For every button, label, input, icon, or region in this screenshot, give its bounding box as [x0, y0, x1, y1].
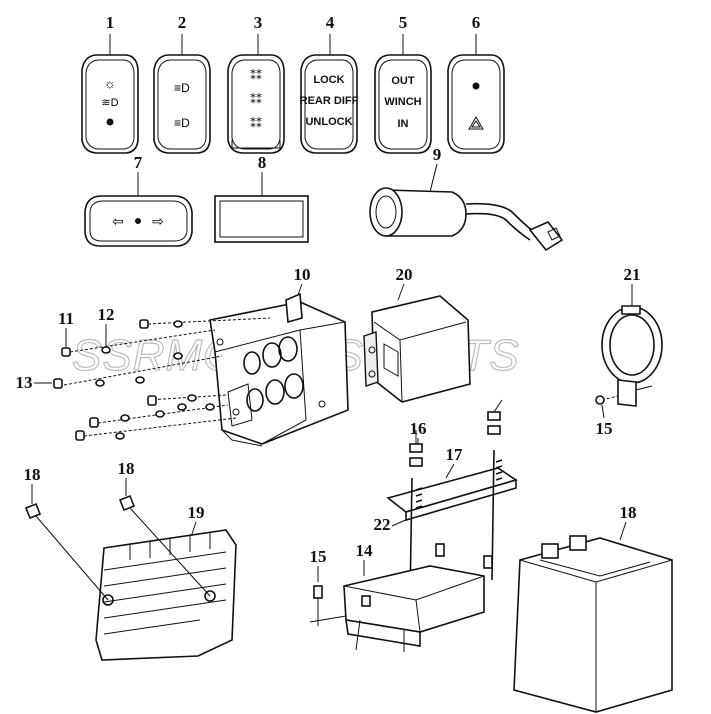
callout-18-right: 18 [118, 459, 135, 478]
switch-mount-bracket [209, 292, 349, 447]
callout-8: 8 [258, 153, 267, 172]
rocker-switch-drive-mode: ⁑⁑ ⁑⁑ ⁑⁑ [227, 54, 285, 154]
indicator-dot-icon [135, 218, 141, 224]
turf-icon: ⁑⁑ [250, 117, 262, 131]
left-arrow-icon: ⇦ [112, 213, 124, 229]
callout-5: 5 [399, 13, 408, 32]
indicator-dot-icon [106, 118, 114, 126]
callout-15-lower: 15 [310, 547, 327, 566]
callout-11: 11 [58, 309, 74, 328]
switch4-label-rear-diff: REAR DIFF [300, 95, 359, 107]
callout-4: 4 [326, 13, 335, 32]
control-module [363, 295, 471, 403]
4wd-icon: ⁑⁑ [250, 69, 262, 83]
switch5-label-winch: WINCH [384, 96, 421, 108]
2wd-icon: ⁑⁑ [250, 93, 262, 107]
battery [513, 535, 673, 713]
switch5-label-in: IN [398, 118, 409, 130]
sun-icon: ☼ [104, 76, 116, 91]
hazard-icon [468, 116, 484, 130]
switch4-label-lock: LOCK [313, 74, 344, 86]
callout-16: 16 [410, 419, 427, 438]
indicator-dot-icon [472, 82, 480, 90]
switch4-label-unlock: UNLOCK [305, 116, 352, 128]
rocker-switch-winch: OUT WINCH IN [374, 54, 432, 154]
rocker-switch-rear-diff: LOCK REAR DIFF UNLOCK [300, 54, 359, 154]
callout-7: 7 [134, 153, 143, 172]
clamp-ring [595, 305, 663, 407]
rocker-switch-hazard [447, 54, 505, 154]
callout-15-upper: 15 [596, 419, 613, 438]
callout-19: 19 [188, 503, 205, 522]
high-beam-icon: ≡D [174, 116, 190, 130]
power-socket [369, 187, 564, 252]
right-arrow-icon: ⇨ [152, 213, 164, 229]
callout-10: 10 [294, 265, 311, 284]
rocker-switch-light: ☼ ≋D [81, 54, 139, 154]
callout-17: 18 [620, 503, 637, 522]
callout-22: 22 [374, 515, 391, 534]
callout-14: 14 [356, 541, 374, 560]
callout-3: 3 [254, 13, 263, 32]
callout-21: 17 [446, 445, 464, 464]
callout-9: 9 [433, 145, 442, 164]
voltage-regulator [24, 494, 237, 661]
blank-switch-plug [214, 195, 309, 243]
callout-18-left: 18 [24, 465, 41, 484]
callout-1: 1 [106, 13, 115, 32]
callout-13: 13 [16, 373, 33, 392]
switch5-label-out: OUT [391, 75, 415, 87]
headlight-icon: ≋D [101, 97, 118, 109]
callout-12: 12 [98, 305, 115, 324]
callout-6: 6 [472, 13, 481, 32]
screw-set [53, 317, 271, 441]
callout-20: 20 [396, 265, 413, 284]
rocker-switch-headlight: ≡D ≡D [153, 54, 211, 154]
low-beam-icon: ≡D [174, 81, 190, 95]
battery-hold-down [309, 399, 518, 652]
turn-signal-switch: ⇦ ⇨ [84, 195, 193, 247]
callout-2: 2 [178, 13, 187, 32]
callout-23: 21 [624, 265, 641, 284]
